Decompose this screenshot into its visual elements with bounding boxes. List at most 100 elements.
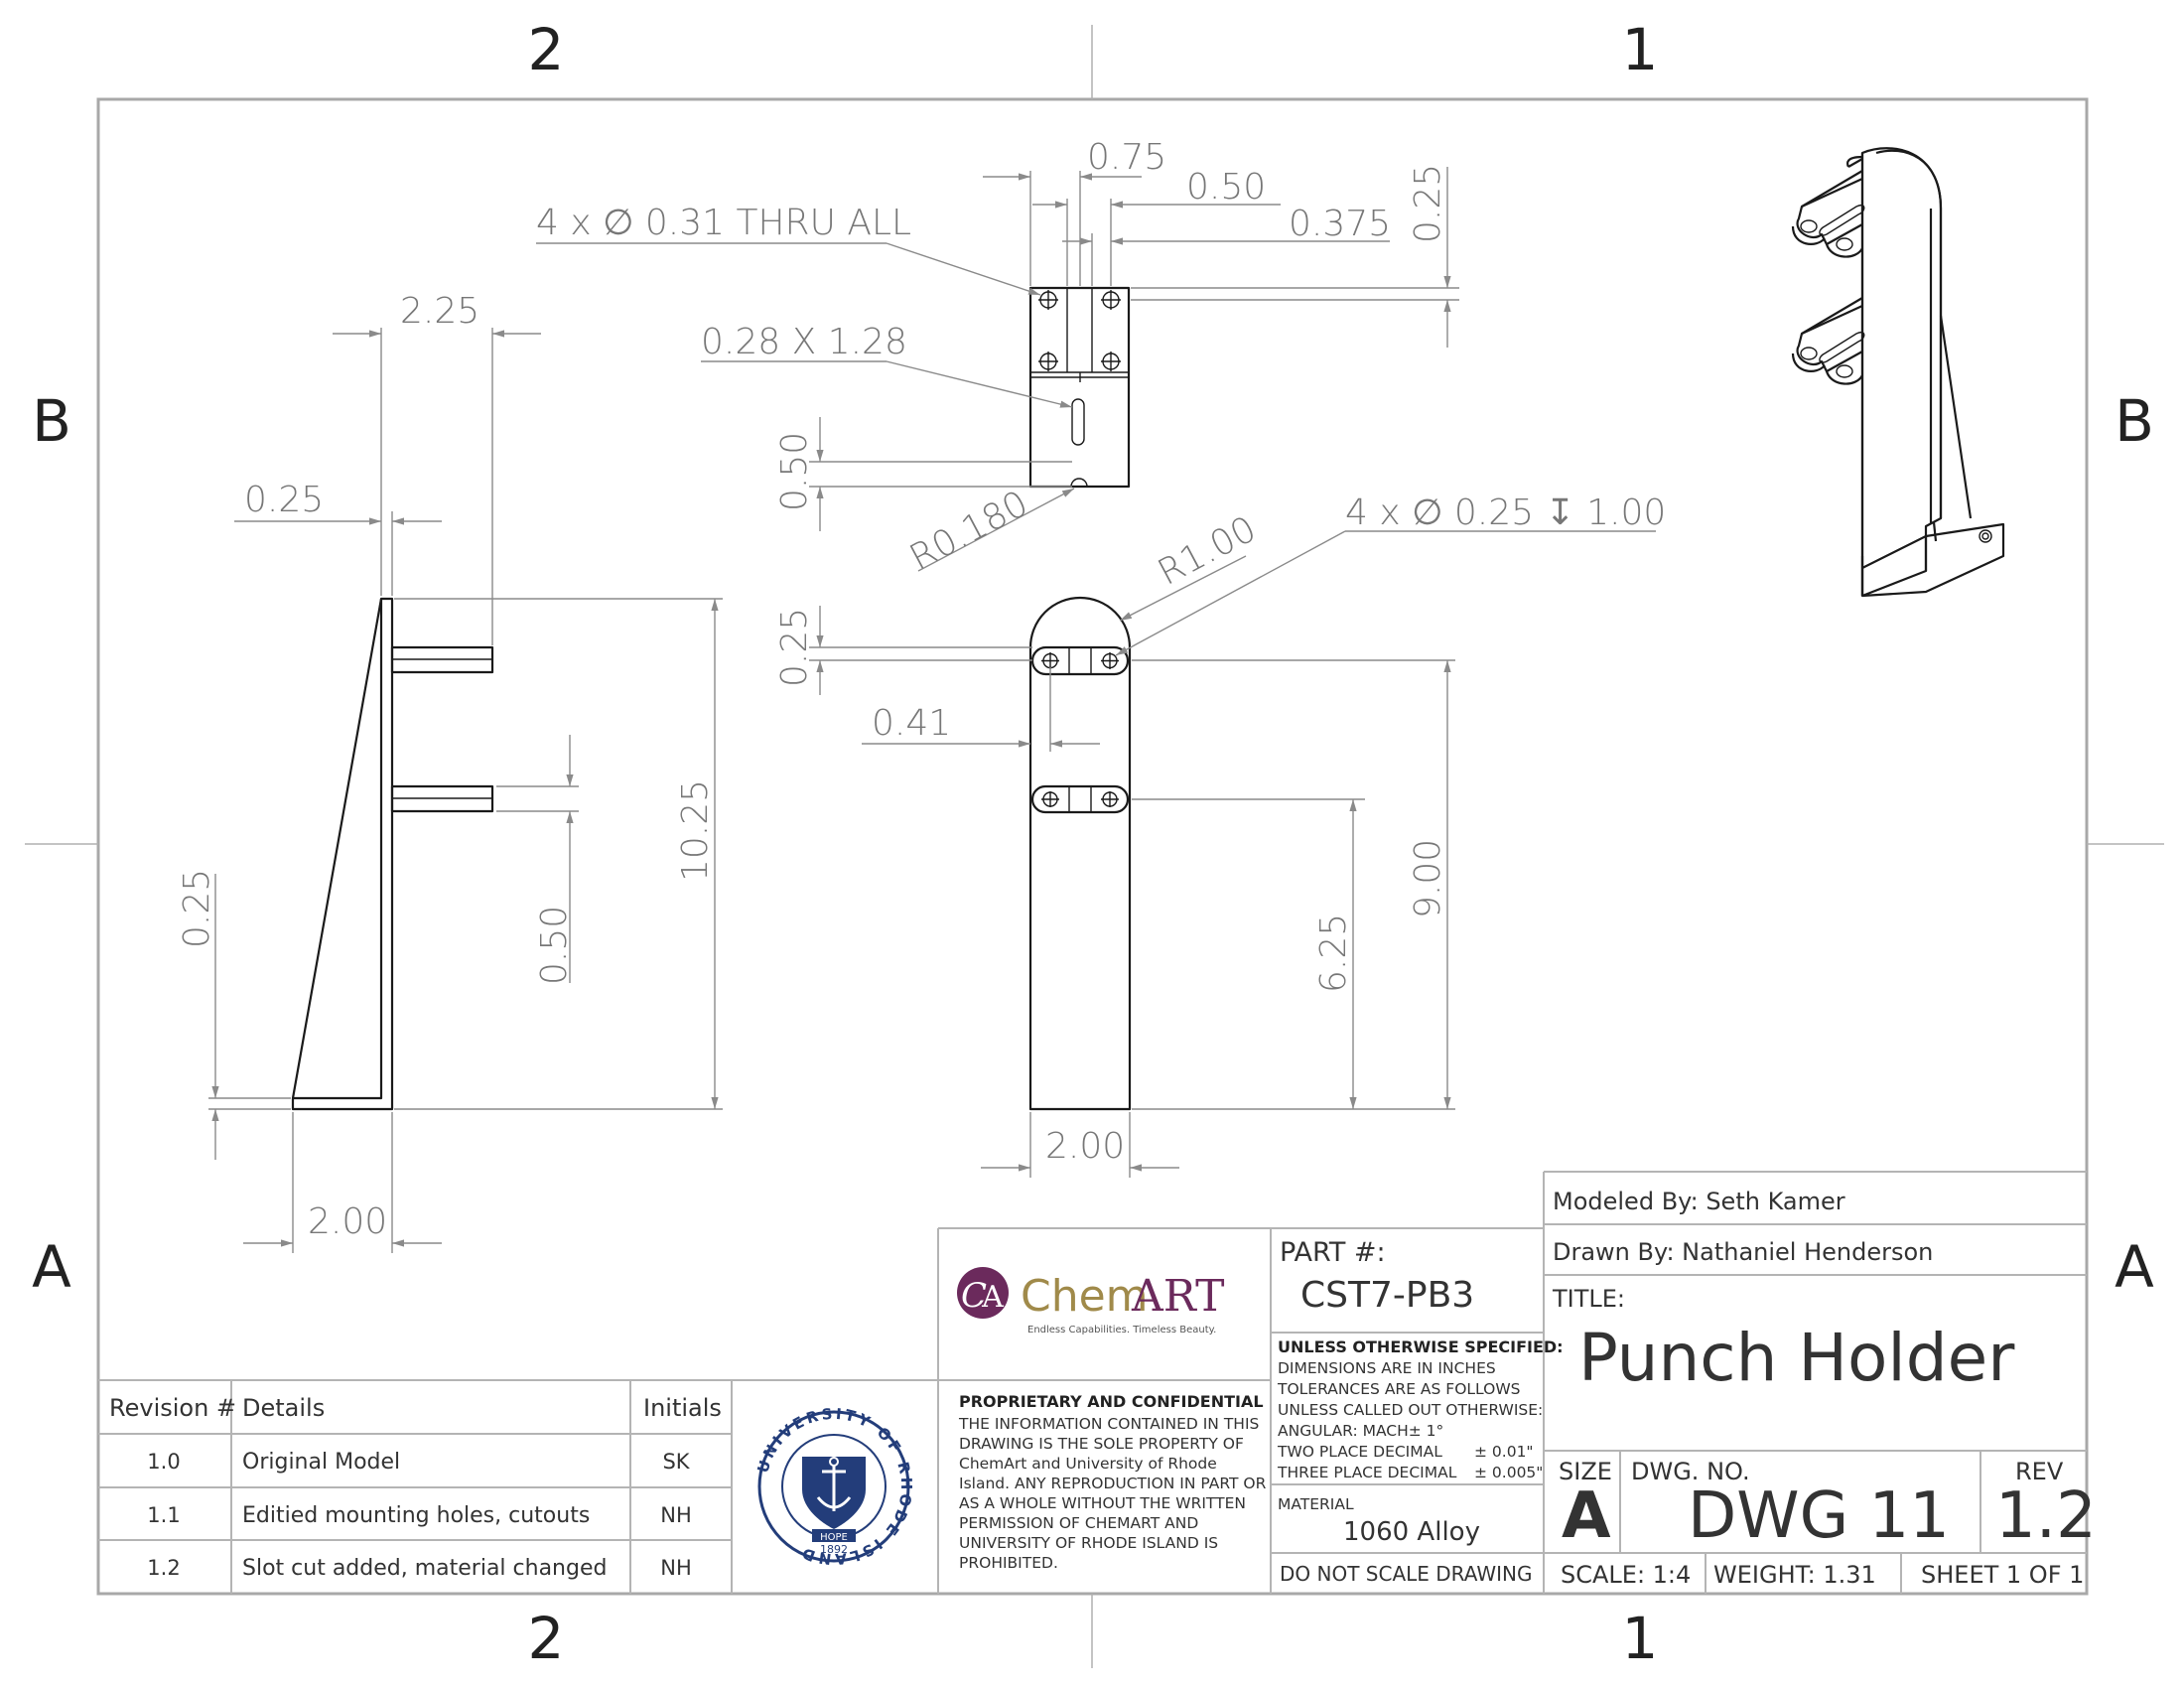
dwg-no-label: DWG. NO. (1631, 1458, 1750, 1485)
revision-row-rev: 1.1 (147, 1503, 180, 1527)
proprietary-line: PERMISSION OF CHEMART AND (959, 1514, 1198, 1532)
side-view-plate (291, 597, 394, 1111)
size-label: SIZE (1559, 1458, 1612, 1485)
revision-header-initials: Initials (643, 1394, 722, 1422)
rev-label: REV (2015, 1458, 2064, 1485)
proprietary-notice: PROPRIETARY AND CONFIDENTIAL THE INFORMA… (958, 1392, 1267, 1572)
front-view-mount-bottom (1030, 784, 1130, 814)
dim-0-50-ears: 0.50 (534, 906, 575, 985)
revision-row-details: Original Model (242, 1450, 400, 1475)
proprietary-line: PROHIBITED. (959, 1554, 1058, 1572)
top-view-hole (1038, 352, 1058, 371)
title-block: Revision # Details Initials 1.0 Original… (98, 1171, 2097, 1594)
svg-text:C: C (961, 1276, 987, 1316)
tolerance-three-place-value: ± 0.005" (1474, 1464, 1543, 1481)
rev-value: 1.2 (1995, 1479, 2097, 1553)
zone-label-row-b-right: B (2115, 387, 2154, 455)
isometric-view (1791, 147, 2005, 598)
dim-r0-180: R0.180 (903, 484, 1034, 579)
logo-name-chem: Chem (1021, 1271, 1149, 1322)
side-view: 2.25 0.25 10.25 0.50 0.25 2.00 (177, 291, 723, 1253)
dim-0-25-top: 0.25 (1408, 164, 1448, 243)
drawn-by: Drawn By: Nathaniel Henderson (1553, 1238, 1933, 1266)
zone-label-row-b-left: B (32, 387, 71, 455)
callout-slot: 0.28 X 1.28 (701, 322, 907, 362)
callout-holes-depth: 4 x ∅ 0.25 ↧ 1.00 (1345, 492, 1666, 533)
dwg-no-value: DWG 11 (1688, 1479, 1950, 1553)
tolerance-line: UNLESS CALLED OUT OTHERWISE: (1278, 1401, 1543, 1419)
revision-row-initials: NH (660, 1556, 692, 1580)
revision-header-details: Details (242, 1394, 325, 1422)
drawing-title: Punch Holder (1578, 1320, 2015, 1396)
title-label: TITLE: (1552, 1285, 1625, 1313)
dim-0-41: 0.41 (872, 703, 951, 744)
proprietary-line: DRAWING IS THE SOLE PROPERTY OF (959, 1435, 1244, 1453)
zone-label-row-a-right: A (2115, 1233, 2154, 1301)
front-view: 4 x ∅ 0.25 ↧ 1.00 R1.00 0.25 0.41 9.00 6… (774, 492, 1666, 1178)
zone-label-col-1-bottom: 1 (1622, 1605, 1659, 1672)
proprietary-line: THE INFORMATION CONTAINED IN THIS (958, 1415, 1259, 1433)
do-not-scale-note: DO NOT SCALE DRAWING (1280, 1562, 1532, 1586)
tolerance-two-place-label: TWO PLACE DECIMAL (1277, 1443, 1442, 1461)
dim-0-375: 0.375 (1289, 204, 1391, 244)
top-view-hole (1101, 290, 1121, 310)
dim-0-25-front: 0.25 (774, 608, 815, 687)
top-view-outline (1028, 286, 1131, 489)
revision-row-initials: NH (660, 1503, 692, 1527)
weight-value: WEIGHT: 1.31 (1713, 1561, 1876, 1589)
zone-label-col-2-top: 2 (528, 16, 565, 83)
dim-10-25: 10.25 (675, 779, 716, 882)
front-view-mount-top (1030, 645, 1130, 676)
tolerance-heading: UNLESS OTHERWISE SPECIFIED: (1278, 1337, 1564, 1356)
seal-year-text: 1892 (820, 1543, 848, 1556)
zone-label-row-a-left: A (32, 1233, 71, 1301)
logo-tagline: Endless Capabilities. Timeless Beauty. (1027, 1325, 1216, 1336)
tolerance-three-place-label: THREE PLACE DECIMAL (1277, 1464, 1457, 1481)
proprietary-line: AS A WHOLE WITHOUT THE WRITTEN (959, 1494, 1246, 1512)
dim-r1-00: R1.00 (1152, 508, 1263, 594)
proprietary-line: UNIVERSITY OF RHODE ISLAND IS (959, 1534, 1218, 1552)
sheet-value: SHEET 1 OF 1 (1921, 1561, 2084, 1589)
top-view-hole (1101, 352, 1121, 371)
slot-outline (1071, 398, 1085, 446)
slot-notch (1070, 478, 1088, 488)
part-number-label: PART #: (1280, 1237, 1386, 1268)
dim-0-75: 0.75 (1087, 137, 1166, 178)
dim-2-00-base: 2.00 (308, 1201, 387, 1242)
modeled-by: Modeled By: Seth Kamer (1553, 1188, 1845, 1215)
dim-0-50-top: 0.50 (1186, 167, 1266, 208)
proprietary-heading: PROPRIETARY AND CONFIDENTIAL (959, 1392, 1264, 1411)
revision-row-initials: SK (662, 1450, 690, 1474)
tolerance-line: TOLERANCES ARE AS FOLLOWS (1277, 1380, 1520, 1398)
revision-row-details: Editied mounting holes, cutouts (242, 1503, 590, 1528)
top-view-hole (1038, 290, 1058, 310)
callout-holes-thru: 4 x ∅ 0.31 THRU ALL (536, 203, 911, 243)
tolerance-notes: UNLESS OTHERWISE SPECIFIED: DIMENSIONS A… (1277, 1337, 1564, 1481)
proprietary-line: Island. ANY REPRODUCTION IN PART OR (959, 1475, 1267, 1492)
dim-0-25-thickness: 0.25 (244, 480, 324, 520)
side-view-gusset (291, 598, 383, 1099)
svg-text:A: A (981, 1280, 1004, 1315)
tolerance-line: DIMENSIONS ARE IN INCHES (1278, 1359, 1496, 1377)
material-label: MATERIAL (1278, 1495, 1354, 1513)
tolerance-line: ANGULAR: MACH± 1° (1278, 1422, 1443, 1440)
part-number-value: CST7-PB3 (1300, 1275, 1474, 1316)
size-value: A (1562, 1479, 1611, 1553)
scale-value: SCALE: 1:4 (1561, 1561, 1691, 1589)
revision-row-rev: 1.0 (147, 1450, 180, 1474)
revision-row-rev: 1.2 (147, 1556, 180, 1580)
revision-table: Revision # Details Initials 1.0 Original… (98, 1380, 733, 1594)
zone-label-col-1-top: 1 (1622, 16, 1659, 83)
dim-9-00: 9.00 (1408, 839, 1448, 918)
revision-header-rev: Revision # (109, 1394, 236, 1422)
material-value: 1060 Alloy (1343, 1517, 1480, 1547)
dim-slot-0-50: 0.50 (774, 432, 815, 511)
top-view: 0.75 0.50 0.375 0.25 4 x ∅ 0.31 THRU ALL… (536, 137, 1459, 579)
chemart-logo: C A Chem ART Endless Capabilities. Timel… (957, 1267, 1224, 1336)
proprietary-line: ChemArt and University of Rhode (959, 1455, 1217, 1473)
revision-row-details: Slot cut added, material changed (242, 1556, 607, 1581)
university-seal-logo: UNIVERSITY OF RHODE ISLAND HOPE 1892 (753, 1405, 912, 1569)
dim-0-25-base: 0.25 (177, 869, 217, 948)
zone-label-col-2-bottom: 2 (528, 1605, 565, 1672)
